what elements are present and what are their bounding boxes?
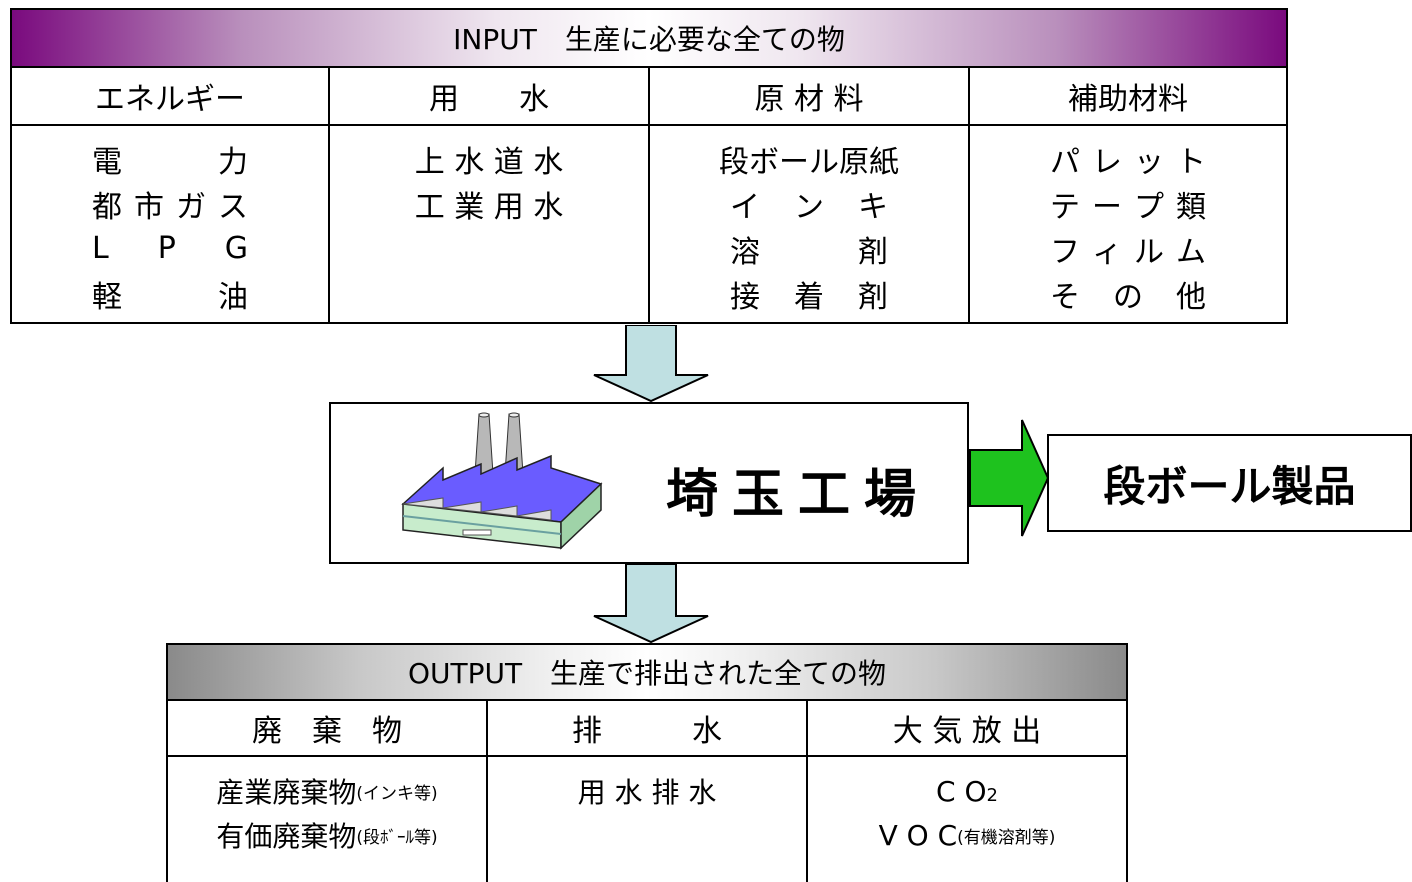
item-char: ー <box>1092 189 1122 225</box>
list-item: そ の 他 <box>970 271 1286 316</box>
column-title: エネルギー <box>12 68 328 126</box>
input-table: INPUT 生産に必要な全ての物 エネルギー 電 力 都 市 ガ ス L P G… <box>10 8 1288 324</box>
list-item: 都 市 ガ ス <box>12 181 328 226</box>
item-char: 着 <box>794 279 824 315</box>
column-title: 用 水 <box>330 68 648 126</box>
column-items: 段ボール原紙 イ ン キ 溶 剤 接 着 剤 <box>650 126 968 322</box>
list-item: 上 水 道 水 <box>414 144 564 180</box>
column-title: 原 材 料 <box>650 68 968 126</box>
input-column-auxiliary: 補助材料 パ レ ッ ト テ ー プ 類 フ ィ ル ム そ の <box>970 68 1286 322</box>
factory-box: 埼玉工場 <box>329 402 969 564</box>
item-char: ル <box>1134 234 1164 270</box>
item-char: ン <box>794 189 824 225</box>
item-char: 力 <box>218 144 248 180</box>
column-title: 廃 棄 物 <box>168 701 486 757</box>
item-char: 油 <box>218 279 248 315</box>
factory-icon <box>401 412 603 550</box>
item-char: プ <box>1134 189 1164 225</box>
input-column-materials: 原 材 料 段ボール原紙 イ ン キ 溶 剤 接 着 剤 <box>650 68 970 322</box>
item-note: (有機溶剤等) <box>957 827 1056 848</box>
item-main: C O <box>936 774 987 808</box>
column-items: 上 水 道 水 工 業 用 水 <box>330 126 648 322</box>
input-column-water: 用 水 上 水 道 水 工 業 用 水 <box>330 68 650 322</box>
item-main: 用 水 排 水 <box>577 776 717 809</box>
item-char: G <box>224 231 248 266</box>
column-items: 産業廃棄物(インキ等) 有価廃棄物(段ﾎﾞｰﾙ等) <box>168 757 486 882</box>
item-char: 市 <box>134 189 164 225</box>
list-item: 軽 油 <box>12 271 328 316</box>
item-char: キ <box>858 189 888 225</box>
item-subscript: 2 <box>986 784 998 806</box>
item-char: イ <box>730 189 760 225</box>
item-char: ガ <box>176 189 206 225</box>
item-char: パ <box>1050 144 1080 180</box>
output-column-wastewater: 排 水 用 水 排 水 <box>488 701 808 882</box>
item-char: ト <box>1176 144 1206 180</box>
item-main: 有価廃棄物 <box>216 820 357 853</box>
input-header: INPUT 生産に必要な全ての物 <box>12 10 1286 68</box>
list-item: パ レ ッ ト <box>970 136 1286 181</box>
item-char: フ <box>1050 234 1080 270</box>
product-box: 段ボール製品 <box>1047 434 1412 532</box>
column-items: パ レ ッ ト テ ー プ 類 フ ィ ル ム そ の 他 <box>970 126 1286 322</box>
output-header: OUTPUT 生産で排出された全ての物 <box>168 645 1126 701</box>
item-main: 産業廃棄物 <box>216 776 357 809</box>
list-item: テ ー プ 類 <box>970 181 1286 226</box>
item-char: の <box>1113 279 1143 315</box>
list-item: イ ン キ <box>650 181 968 226</box>
down-arrow-icon <box>593 564 709 644</box>
item-char: ッ <box>1134 144 1164 180</box>
list-item: フ ィ ル ム <box>970 226 1286 271</box>
input-column-energy: エネルギー 電 力 都 市 ガ ス L P G 軽 油 <box>12 68 330 322</box>
item-char: 溶 <box>730 234 760 270</box>
item-char: レ <box>1092 144 1122 180</box>
item-char: P <box>157 231 176 266</box>
list-item: V O C(有機溶剤等) <box>808 813 1126 857</box>
factory-name: 埼玉工場 <box>666 465 931 525</box>
output-table: OUTPUT 生産で排出された全ての物 廃 棄 物 産業廃棄物(インキ等) 有価… <box>166 643 1128 882</box>
column-title: 補助材料 <box>970 68 1286 126</box>
item-char: L <box>92 231 109 266</box>
item-char: テ <box>1050 189 1080 225</box>
item-char: 接 <box>730 279 760 315</box>
item-char: そ <box>1050 279 1080 315</box>
column-title: 大 気 放 出 <box>808 701 1126 757</box>
column-items: 用 水 排 水 <box>488 757 806 882</box>
item-char: ス <box>218 189 248 225</box>
item-char: 他 <box>1176 279 1206 315</box>
output-column-waste: 廃 棄 物 産業廃棄物(インキ等) 有価廃棄物(段ﾎﾞｰﾙ等) <box>168 701 488 882</box>
list-item: 有価廃棄物(段ﾎﾞｰﾙ等) <box>168 813 486 857</box>
item-char: 剤 <box>858 234 888 270</box>
item-char: ム <box>1176 234 1206 270</box>
right-arrow-icon <box>969 419 1050 537</box>
list-item: L P G <box>12 226 328 271</box>
list-item: 工 業 用 水 <box>414 189 564 225</box>
list-item: 産業廃棄物(インキ等) <box>168 769 486 813</box>
item-char: 剤 <box>858 279 888 315</box>
item-note: (インキ等) <box>356 783 438 804</box>
item-main: V O C <box>878 818 958 852</box>
item-char: 電 <box>92 144 122 180</box>
list-item: 接 着 剤 <box>650 271 968 316</box>
item-char: 都 <box>92 189 122 225</box>
column-items: 電 力 都 市 ガ ス L P G 軽 油 <box>12 126 328 322</box>
item-char: 類 <box>1176 189 1206 225</box>
list-item: 用 水 排 水 <box>488 769 806 813</box>
column-title: 排 水 <box>488 701 806 757</box>
list-item: 電 力 <box>12 136 328 181</box>
item-char: ィ <box>1092 234 1122 270</box>
list-item: 溶 剤 <box>650 226 968 271</box>
down-arrow-icon <box>593 325 709 403</box>
item-char: 軽 <box>92 279 122 315</box>
list-item: 段ボール原紙 <box>719 144 899 180</box>
item-note: (段ﾎﾞｰﾙ等) <box>356 827 438 848</box>
